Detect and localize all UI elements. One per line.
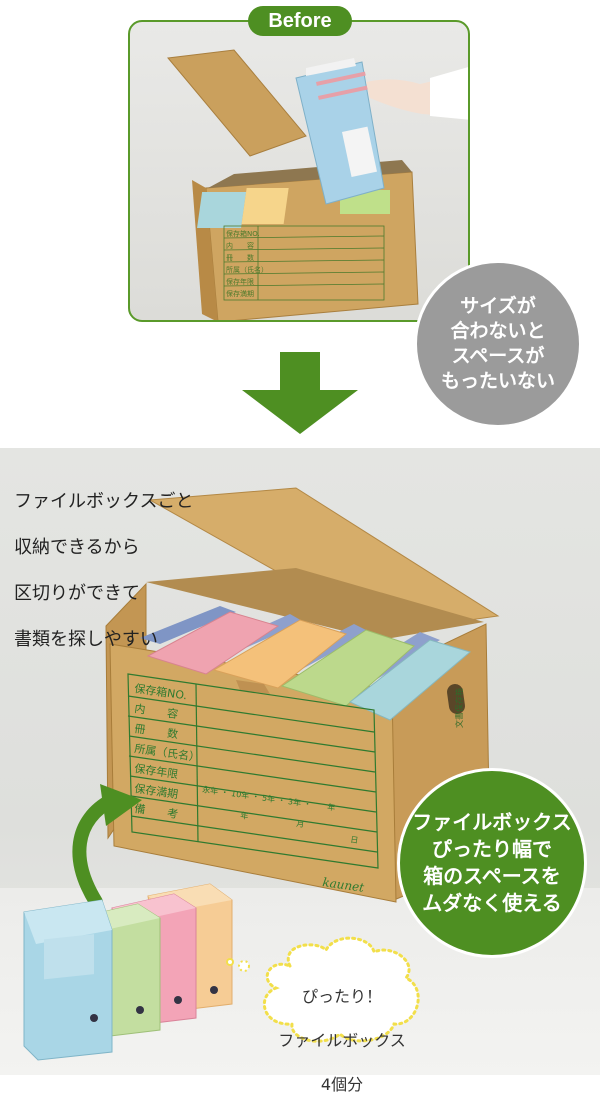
after-bubble-line-1: ファイルボックス [412,810,572,834]
before-label-row-1: 保存箱NO. [226,229,260,238]
before-label-row-2: 内 容 [226,241,254,250]
before-label-row-6: 保存満期 [226,289,254,298]
cloud-line-1: ぴったり！ [301,987,382,1006]
before-label-row-5: 保存年限 [226,277,254,286]
after-label-row-2: 内 容 [134,701,180,721]
before-photo-panel: 保存箱NO. 内 容 冊 数 所属（氏名） 保存年限 保存満期 [128,20,470,322]
before-bubble-line-4: もったいない [440,370,555,392]
down-arrow-icon [242,352,358,434]
after-label-row-3: 冊 数 [134,722,179,741]
before-bubble: サイズが 合わないと スペースが もったいない [414,260,582,428]
after-bubble-line-2: ぴったり幅で [432,837,552,861]
after-label-row-7: 備 考 [134,802,179,821]
date-year: 年 [240,810,249,821]
before-bubble-line-3: スペースが [451,345,545,367]
after-label-row-5: 保存年限 [134,761,180,781]
file-boxes-illustration [23,883,233,1061]
after-caption-line-3: 区切りができて [14,583,140,604]
before-photo: 保存箱NO. 内 容 冊 数 所属（氏名） 保存年限 保存満期 [167,49,468,320]
before-bubble-line-1: サイズが [460,295,536,317]
after-caption-line-2: 収納できるから [14,537,140,558]
after-caption-line-1: ファイルボックスごと [14,491,194,512]
brand-logo: kaunet [322,875,366,895]
before-label-row-3: 冊 数 [226,253,254,262]
after-caption: ファイルボックスごと 収納できるから 区切りができて 書類を探しやすい [14,467,193,674]
date-month: 月 [296,819,305,829]
before-tag: Before [248,6,352,36]
after-bubble-line-4: ムダなく使える [422,891,562,915]
after-label-row-6: 保存満期 [134,781,180,801]
after-photo: 文書保存箱 保存箱NO. 内 容 冊 数 所属（氏名） 保存年限 保存満期 備 … [23,487,500,1061]
date-day: 日 [350,835,359,845]
cloud-line-3: 4個分 [320,1075,364,1094]
side-label: 文書保存箱 [454,688,464,728]
before-label-row-4: 所属（氏名） [226,265,268,274]
after-caption-line-4: 書類を探しやすい [14,629,158,650]
curved-arrow-icon [72,793,119,909]
cloud-line-2: ファイルボックス [278,1031,406,1050]
cloud-text: ぴったり！ ファイルボックス 4個分 [262,964,422,1118]
after-bubble: ファイルボックス ぴったり幅で 箱のスペースを ムダなく使える [397,768,587,958]
after-bubble-line-3: 箱のスペースを [423,864,561,888]
before-bubble-line-2: 合わないと [450,320,546,342]
cloud-bubble [226,936,420,1043]
